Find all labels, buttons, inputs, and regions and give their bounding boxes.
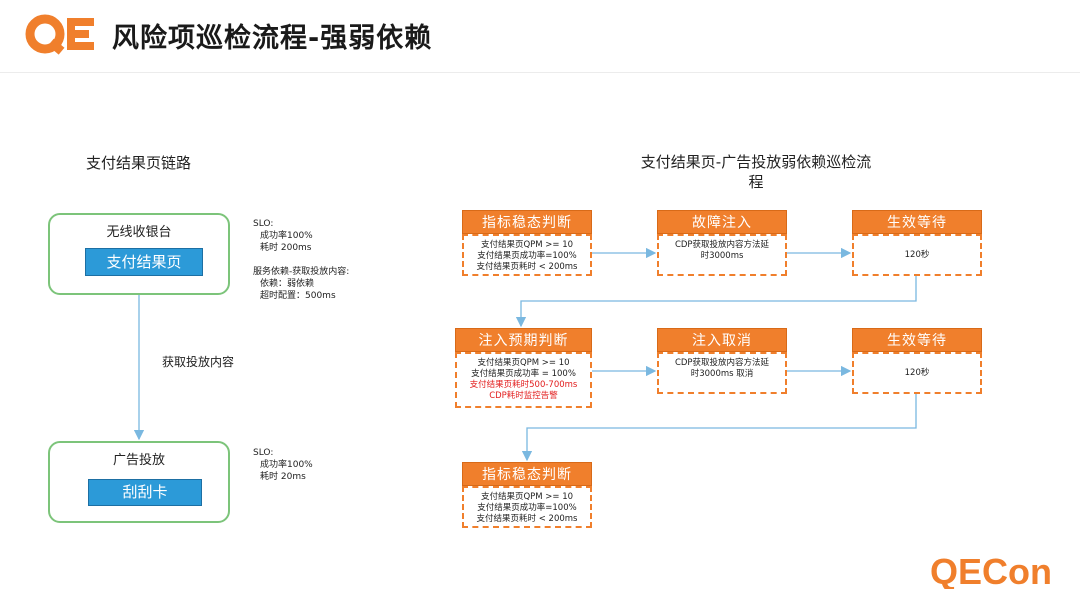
dependency-note: 服务依赖-获取投放内容: 依赖：弱依赖 超时配置：500ms <box>253 266 349 302</box>
step-title: 注入预期判断 <box>455 328 592 352</box>
chain-link-label: 获取投放内容 <box>162 355 235 369</box>
ad-delivery-label: 广告投放 <box>112 453 165 468</box>
step-title: 生效等待 <box>852 328 982 352</box>
left-section-title: 支付结果页链路 <box>86 154 192 172</box>
right-title-line: 支付结果页-广告投放弱依赖巡检流 <box>640 153 872 171</box>
step-line: 120秒 <box>904 249 930 260</box>
qecon-logo: QECon <box>930 553 1052 589</box>
note-line: 成功率100% <box>260 460 313 470</box>
page-title: 风险项巡检流程-强弱依赖 <box>112 23 433 54</box>
note-line: 成功率100% <box>260 231 313 241</box>
step-line-alert: 支付结果页耗时500-700ms <box>469 380 578 390</box>
step-line: 支付结果页成功率=100% <box>477 503 577 513</box>
step-body: 120秒 <box>852 352 982 394</box>
step-line: CDP获取投放内容方法延 <box>674 240 770 250</box>
right-title-line: 程 <box>748 173 764 191</box>
note-line: 耗时 20ms <box>260 472 306 482</box>
note-line: SLO: <box>253 219 274 229</box>
flow-step-injection-expectation: 注入预期判断 支付结果页QPM >= 10 支付结果页成功率 = 100% 支付… <box>455 328 592 408</box>
cashier-node: 无线收银台 支付结果页 <box>48 213 230 295</box>
flow-step-wait-2: 生效等待 120秒 <box>852 328 982 394</box>
step-line: 支付结果页QPM >= 10 <box>480 492 574 502</box>
step-line: 120秒 <box>904 367 930 378</box>
ad-delivery-node: 广告投放 刮刮卡 <box>48 441 230 523</box>
note-line: SLO: <box>253 448 274 458</box>
step-body: 支付结果页QPM >= 10 支付结果页成功率=100% 支付结果页耗时 < 2… <box>462 234 592 276</box>
step-line: 时3000ms <box>700 251 744 261</box>
step-line: 支付结果页耗时 < 200ms <box>476 262 578 272</box>
cashier-label: 无线收银台 <box>106 225 172 240</box>
cashier-slo-note: SLO: 成功率100% 耗时 200ms <box>253 218 313 254</box>
step-body: 支付结果页QPM >= 10 支付结果页成功率=100% 支付结果页耗时 < 2… <box>462 486 592 528</box>
flow-step-steady-state-1: 指标稳态判断 支付结果页QPM >= 10 支付结果页成功率=100% 支付结果… <box>462 210 592 276</box>
step-title: 生效等待 <box>852 210 982 234</box>
qe-logo <box>25 14 94 55</box>
flow-step-injection-cancel: 注入取消 CDP获取投放内容方法延 时3000ms 取消 <box>657 328 787 394</box>
flow-arrow-6 <box>521 394 917 462</box>
flow-arrow-3 <box>515 276 917 328</box>
payment-result-page-box: 支付结果页 <box>85 248 203 276</box>
step-title: 故障注入 <box>657 210 787 234</box>
note-line: 超时配置：500ms <box>260 291 336 301</box>
right-section-title: 支付结果页-广告投放弱依赖巡检流 程 <box>626 152 886 192</box>
note-line: 依赖：弱依赖 <box>260 279 315 289</box>
ad-slo-note: SLO: 成功率100% 耗时 20ms <box>253 447 313 483</box>
step-title: 指标稳态判断 <box>462 210 592 234</box>
qecon-logo-text: QECon <box>930 553 1052 589</box>
step-line: 支付结果页QPM >= 10 <box>477 358 570 368</box>
step-line: 支付结果页成功率=100% <box>477 251 577 261</box>
step-line-alert: CDP耗时监控告警 <box>489 391 558 401</box>
step-body: CDP获取投放内容方法延 时3000ms <box>657 234 787 276</box>
header-divider <box>0 72 1080 73</box>
note-line: 耗时 200ms <box>260 243 312 253</box>
step-body: CDP获取投放内容方法延 时3000ms 取消 <box>657 352 787 394</box>
step-line: 时3000ms 取消 <box>690 369 754 379</box>
step-line: CDP获取投放内容方法延 <box>674 358 770 368</box>
note-line: 服务依赖-获取投放内容: <box>253 267 350 277</box>
step-title: 注入取消 <box>657 328 787 352</box>
step-line: 支付结果页成功率 = 100% <box>471 369 576 379</box>
step-body: 120秒 <box>852 234 982 276</box>
flow-step-fault-injection: 故障注入 CDP获取投放内容方法延 时3000ms <box>657 210 787 276</box>
flow-step-steady-state-2: 指标稳态判断 支付结果页QPM >= 10 支付结果页成功率=100% 支付结果… <box>462 462 592 528</box>
step-line: 支付结果页耗时 < 200ms <box>476 514 578 524</box>
step-line: 支付结果页QPM >= 10 <box>480 240 574 250</box>
scratch-card-box: 刮刮卡 <box>88 479 202 506</box>
step-body: 支付结果页QPM >= 10 支付结果页成功率 = 100% 支付结果页耗时50… <box>455 352 592 408</box>
step-title: 指标稳态判断 <box>462 462 592 486</box>
flow-step-wait-1: 生效等待 120秒 <box>852 210 982 276</box>
